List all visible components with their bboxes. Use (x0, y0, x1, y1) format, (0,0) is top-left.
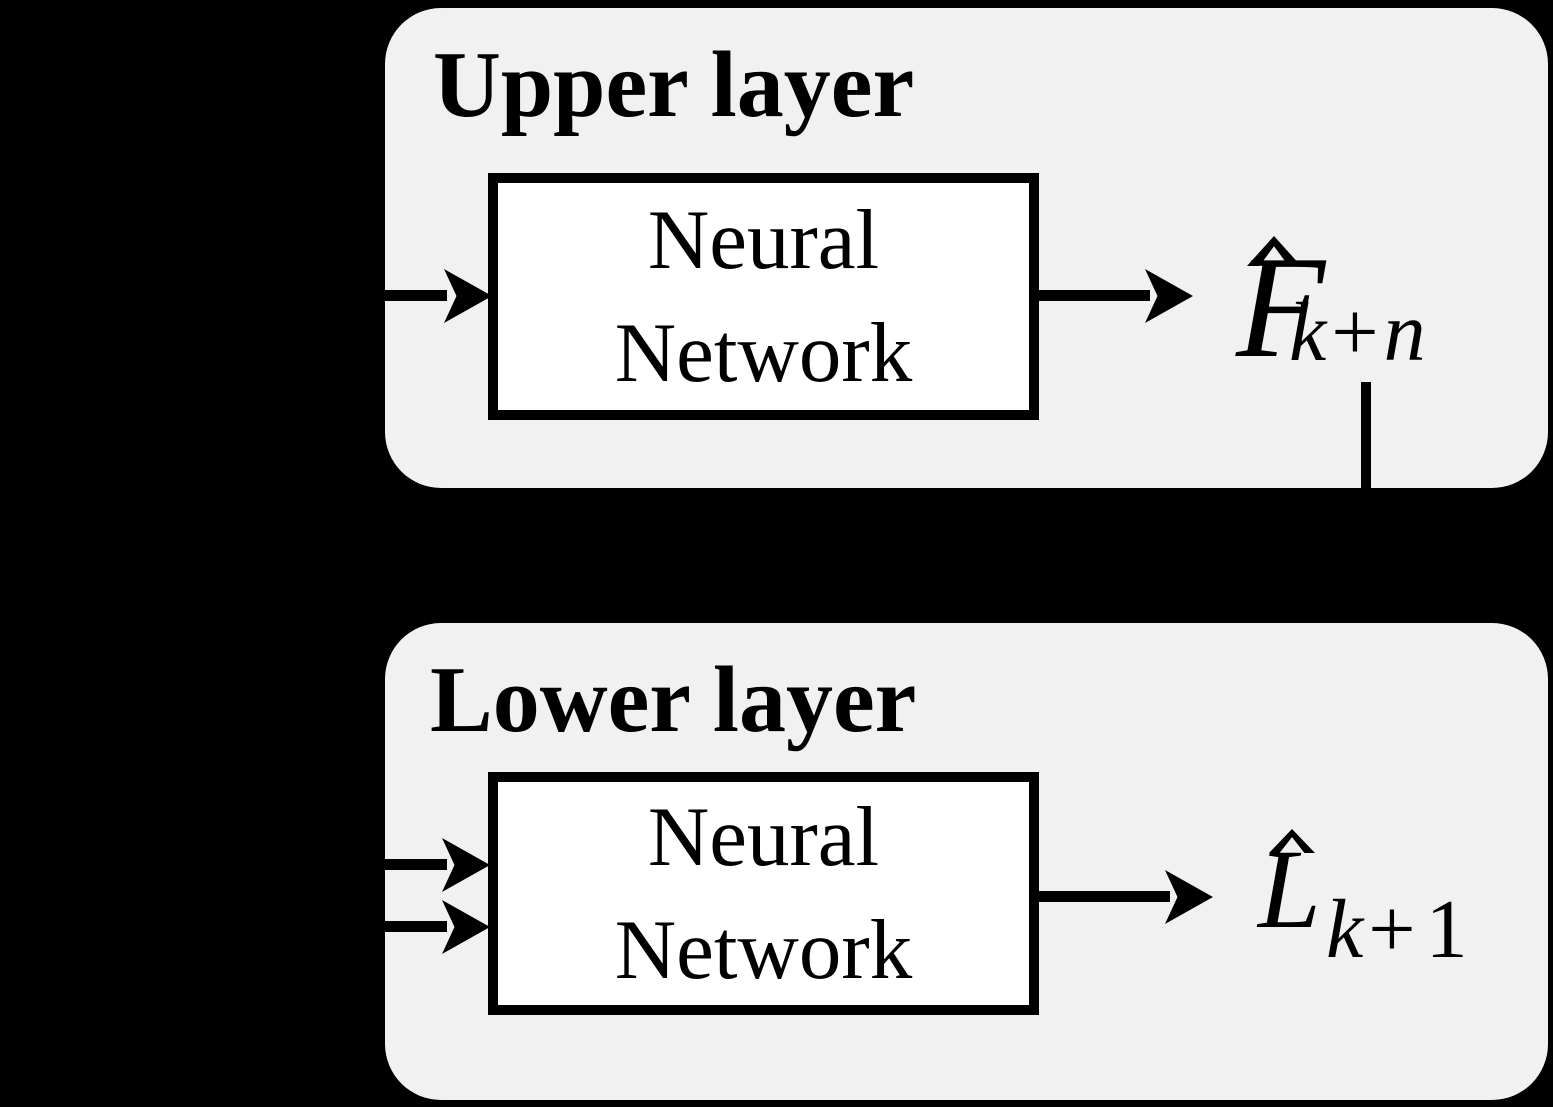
upper-output-subscript: k+n (1289, 291, 1426, 375)
subscript-k: k (1289, 286, 1327, 379)
upper-output-arrow-line (1034, 290, 1150, 301)
subscript-plus: + (1331, 286, 1379, 379)
subscript-n: n (1383, 286, 1426, 379)
upper-output-symbol: F (1236, 226, 1326, 388)
lower-nn-label-line1: Neural (647, 789, 880, 884)
lower-neural-network-box: Neural Network (488, 772, 1039, 1015)
lower-input-arrow2-line (385, 921, 447, 932)
upper-input-arrow-line (385, 290, 447, 301)
subscript-1: 1 (1425, 883, 1468, 976)
lower-output-arrow-line (1034, 891, 1170, 902)
upper-layer-title: Upper layer (433, 33, 915, 137)
lower-input-arrow1-line (385, 859, 447, 870)
subscript-plus: + (1368, 883, 1416, 976)
lower-output-symbol: L (1258, 827, 1321, 952)
upper-nn-label-line2: Network (614, 305, 913, 400)
lower-output-subscript: k+1 (1326, 888, 1473, 972)
subscript-k: k (1326, 883, 1364, 976)
lower-nn-label-line2: Network (614, 902, 913, 997)
upper-neural-network-box: Neural Network (488, 173, 1039, 420)
lower-layer-title: Lower layer (430, 648, 917, 752)
upper-nn-label-line1: Neural (647, 192, 880, 287)
output-feedback-connector-line (1361, 382, 1371, 488)
